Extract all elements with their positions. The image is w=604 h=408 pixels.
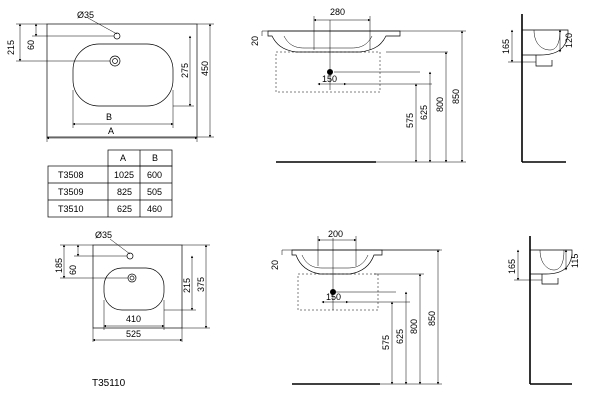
dim-label-115: 115 [570, 254, 580, 268]
table-cell-b: 505 [147, 187, 162, 197]
dim-label-450: 450 [200, 61, 210, 76]
bottom-plan-view: Ø35 185 60 215 375 410 525 [54, 230, 210, 342]
dim-label-850: 850 [451, 89, 461, 104]
table-cell-a: 1025 [114, 170, 134, 180]
basin-side-inner [539, 249, 565, 271]
dim-label-410: 410 [126, 314, 141, 324]
hole-diameter-label: Ø35 [95, 230, 112, 240]
model-code-label: T35110 [92, 378, 126, 389]
bottom-side-view: 165 115 [507, 236, 580, 385]
table-cell-b: 600 [147, 170, 162, 180]
dim-label-850: 850 [427, 311, 437, 326]
hole-leader [87, 17, 118, 35]
table-header-a: A [120, 153, 126, 163]
bowl-outline [72, 43, 174, 107]
basin-side-inner [533, 29, 561, 51]
dim-label-625: 625 [419, 105, 429, 120]
dim-label-375: 375 [196, 277, 206, 292]
waste-outlet [127, 273, 137, 283]
dim-label-120: 120 [564, 33, 574, 48]
basin-bowl-inner [301, 254, 369, 269]
dim-label-150: 150 [322, 74, 337, 84]
dim-label-20: 20 [250, 36, 260, 46]
basin-bowl-inner [283, 35, 373, 49]
dim-label-20: 20 [270, 260, 280, 270]
trap-profile [535, 55, 553, 67]
dim-label-60: 60 [68, 265, 78, 275]
table-cell-a: 825 [117, 187, 132, 197]
hole-leader [109, 238, 131, 255]
table-cell-model: T3509 [58, 187, 84, 197]
top-front-elevation: 280 20 150 575 625 800 850 [250, 7, 466, 163]
basin-profile [291, 249, 383, 275]
dim-label-525: 525 [126, 329, 141, 339]
bottom-front-elevation: 200 20 150 575 625 800 850 [270, 229, 442, 385]
top-plan-view: Ø35 215 60 275 450 B A [6, 10, 214, 142]
table-cell-model: T3510 [58, 204, 84, 214]
dim-label-800: 800 [409, 319, 419, 334]
dim-label-a: A [108, 126, 114, 136]
table-cell-model: T3508 [58, 170, 84, 180]
table-cell-a: 625 [117, 204, 132, 214]
dim-label-185: 185 [54, 258, 64, 273]
table-header-b: B [152, 153, 158, 163]
basin-side-profile [530, 249, 573, 275]
trap-profile [541, 274, 559, 285]
dim-label-275: 275 [180, 63, 190, 78]
dim-label-b: B [106, 112, 112, 122]
dim-label-60: 60 [26, 40, 36, 50]
basin-outline [46, 23, 198, 138]
table-body-box [47, 165, 173, 218]
bowl-outline [103, 267, 165, 311]
top-side-view: 165 120 [501, 14, 574, 163]
dim-label-200: 200 [328, 229, 343, 239]
dim-label-165: 165 [507, 259, 517, 274]
dim-label-165: 165 [501, 39, 511, 54]
table-cell-b: 460 [147, 204, 162, 214]
waste-outlet-inner [129, 275, 135, 281]
basin-side-profile [522, 29, 569, 56]
hole-diameter-label: Ø35 [77, 10, 94, 20]
waste-outlet [109, 55, 121, 67]
dim-label-575: 575 [381, 335, 391, 350]
dim-label-280: 280 [330, 7, 345, 17]
dim-label-215: 215 [6, 40, 16, 55]
dim-label-625: 625 [395, 329, 405, 344]
basin-outline [92, 244, 183, 329]
dim-label-800: 800 [435, 97, 445, 112]
waste-outlet-inner [112, 58, 118, 64]
variant-table: A B T3508 1025 600 T3509 825 505 T3510 6… [47, 149, 173, 218]
dim-label-215: 215 [182, 278, 192, 293]
dim-label-150: 150 [326, 292, 341, 302]
dim-label-575: 575 [405, 113, 415, 128]
